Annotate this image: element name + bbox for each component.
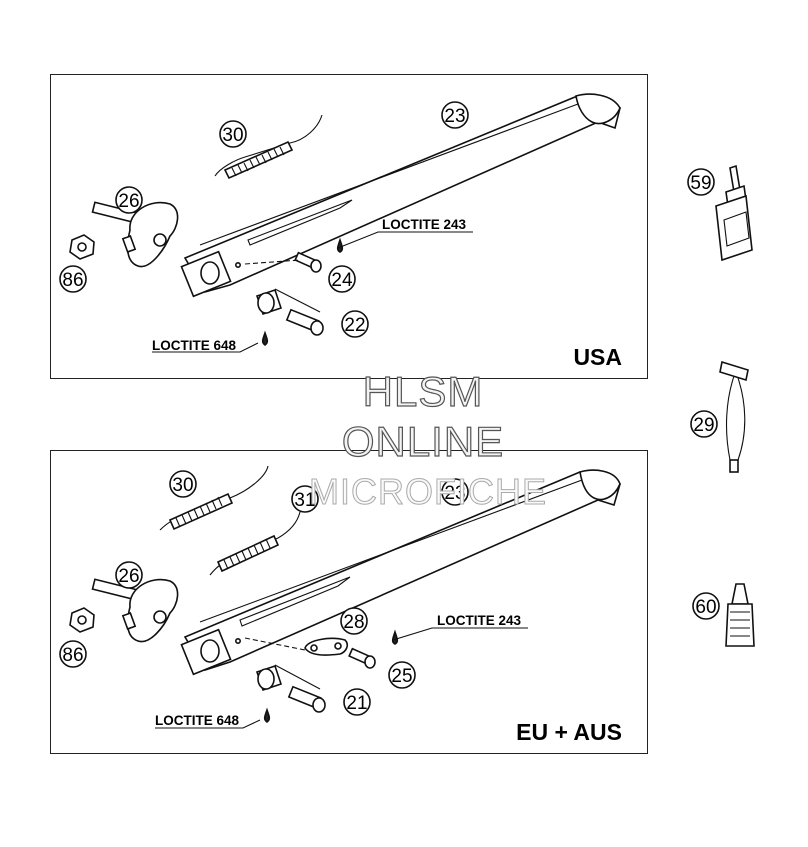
bolt-24-usa <box>244 237 344 273</box>
svg-text:22: 22 <box>344 315 365 336</box>
bushing-21-eu <box>255 664 326 724</box>
svg-text:60: 60 <box>695 597 716 618</box>
svg-text:86: 86 <box>62 645 83 666</box>
callout-31-eu: 31 <box>291 485 319 513</box>
svg-text:29: 29 <box>693 415 714 436</box>
svg-text:23: 23 <box>444 106 465 127</box>
bushing-22-usa <box>255 288 324 347</box>
spring-30-eu <box>159 465 269 531</box>
callout-86-usa: 86 <box>59 265 87 293</box>
svg-text:30: 30 <box>222 125 243 146</box>
svg-text:26: 26 <box>118 566 139 587</box>
loctite-bottle-59: 59 <box>687 164 753 262</box>
callout-86-eu: 86 <box>59 640 87 668</box>
callout-26-eu: 26 <box>115 561 143 589</box>
loctite-648-label-usa: LOCTITE 648 <box>152 338 237 353</box>
svg-text:31: 31 <box>294 490 315 511</box>
spring-30-usa <box>214 114 323 180</box>
svg-text:HLSM: HLSM <box>363 368 484 415</box>
pivot-assembly-26-eu <box>69 578 179 643</box>
region-label-usa: USA <box>573 344 622 370</box>
spring-31-eu <box>209 511 301 576</box>
tool-29: 29 <box>690 360 749 473</box>
region-label-eu-aus: EU + AUS <box>516 719 622 745</box>
svg-text:23: 23 <box>444 483 465 504</box>
callout-22-usa: 22 <box>341 310 369 338</box>
pivot-assembly-26-usa <box>69 201 179 268</box>
svg-text:24: 24 <box>331 270 353 291</box>
svg-text:ONLINE: ONLINE <box>342 418 504 465</box>
loctite-648-label-eu: LOCTITE 648 <box>155 713 240 728</box>
callout-30-usa: 30 <box>219 120 247 148</box>
svg-text:86: 86 <box>62 270 83 291</box>
callout-23-eu: 23 <box>441 478 469 506</box>
loctite-243-label-eu: LOCTITE 243 <box>437 613 522 628</box>
callout-30-eu: 30 <box>169 470 197 498</box>
svg-text:59: 59 <box>690 173 711 194</box>
side-stand-23-eu <box>180 469 621 676</box>
watermark: HLSM ONLINE MICROFICHE <box>309 367 547 512</box>
svg-text:21: 21 <box>346 693 367 714</box>
callout-28-eu: 28 <box>340 607 368 635</box>
callout-23-usa: 23 <box>441 101 469 129</box>
svg-text:25: 25 <box>391 666 412 687</box>
callout-25-eu: 25 <box>388 661 416 689</box>
svg-text:26: 26 <box>118 191 139 212</box>
svg-text:30: 30 <box>172 475 193 496</box>
svg-text:28: 28 <box>343 612 364 633</box>
svg-text:MICROFICHE: MICROFICHE <box>309 471 547 512</box>
side-stand-23-usa <box>180 93 621 298</box>
callout-24-usa: 24 <box>328 265 356 293</box>
sealant-tube-60: 60 <box>692 583 755 647</box>
loctite-243-label-usa: LOCTITE 243 <box>382 217 467 232</box>
plate-28-eu <box>244 629 399 669</box>
callout-26-usa: 26 <box>115 186 143 214</box>
callout-21-eu: 21 <box>343 688 371 716</box>
